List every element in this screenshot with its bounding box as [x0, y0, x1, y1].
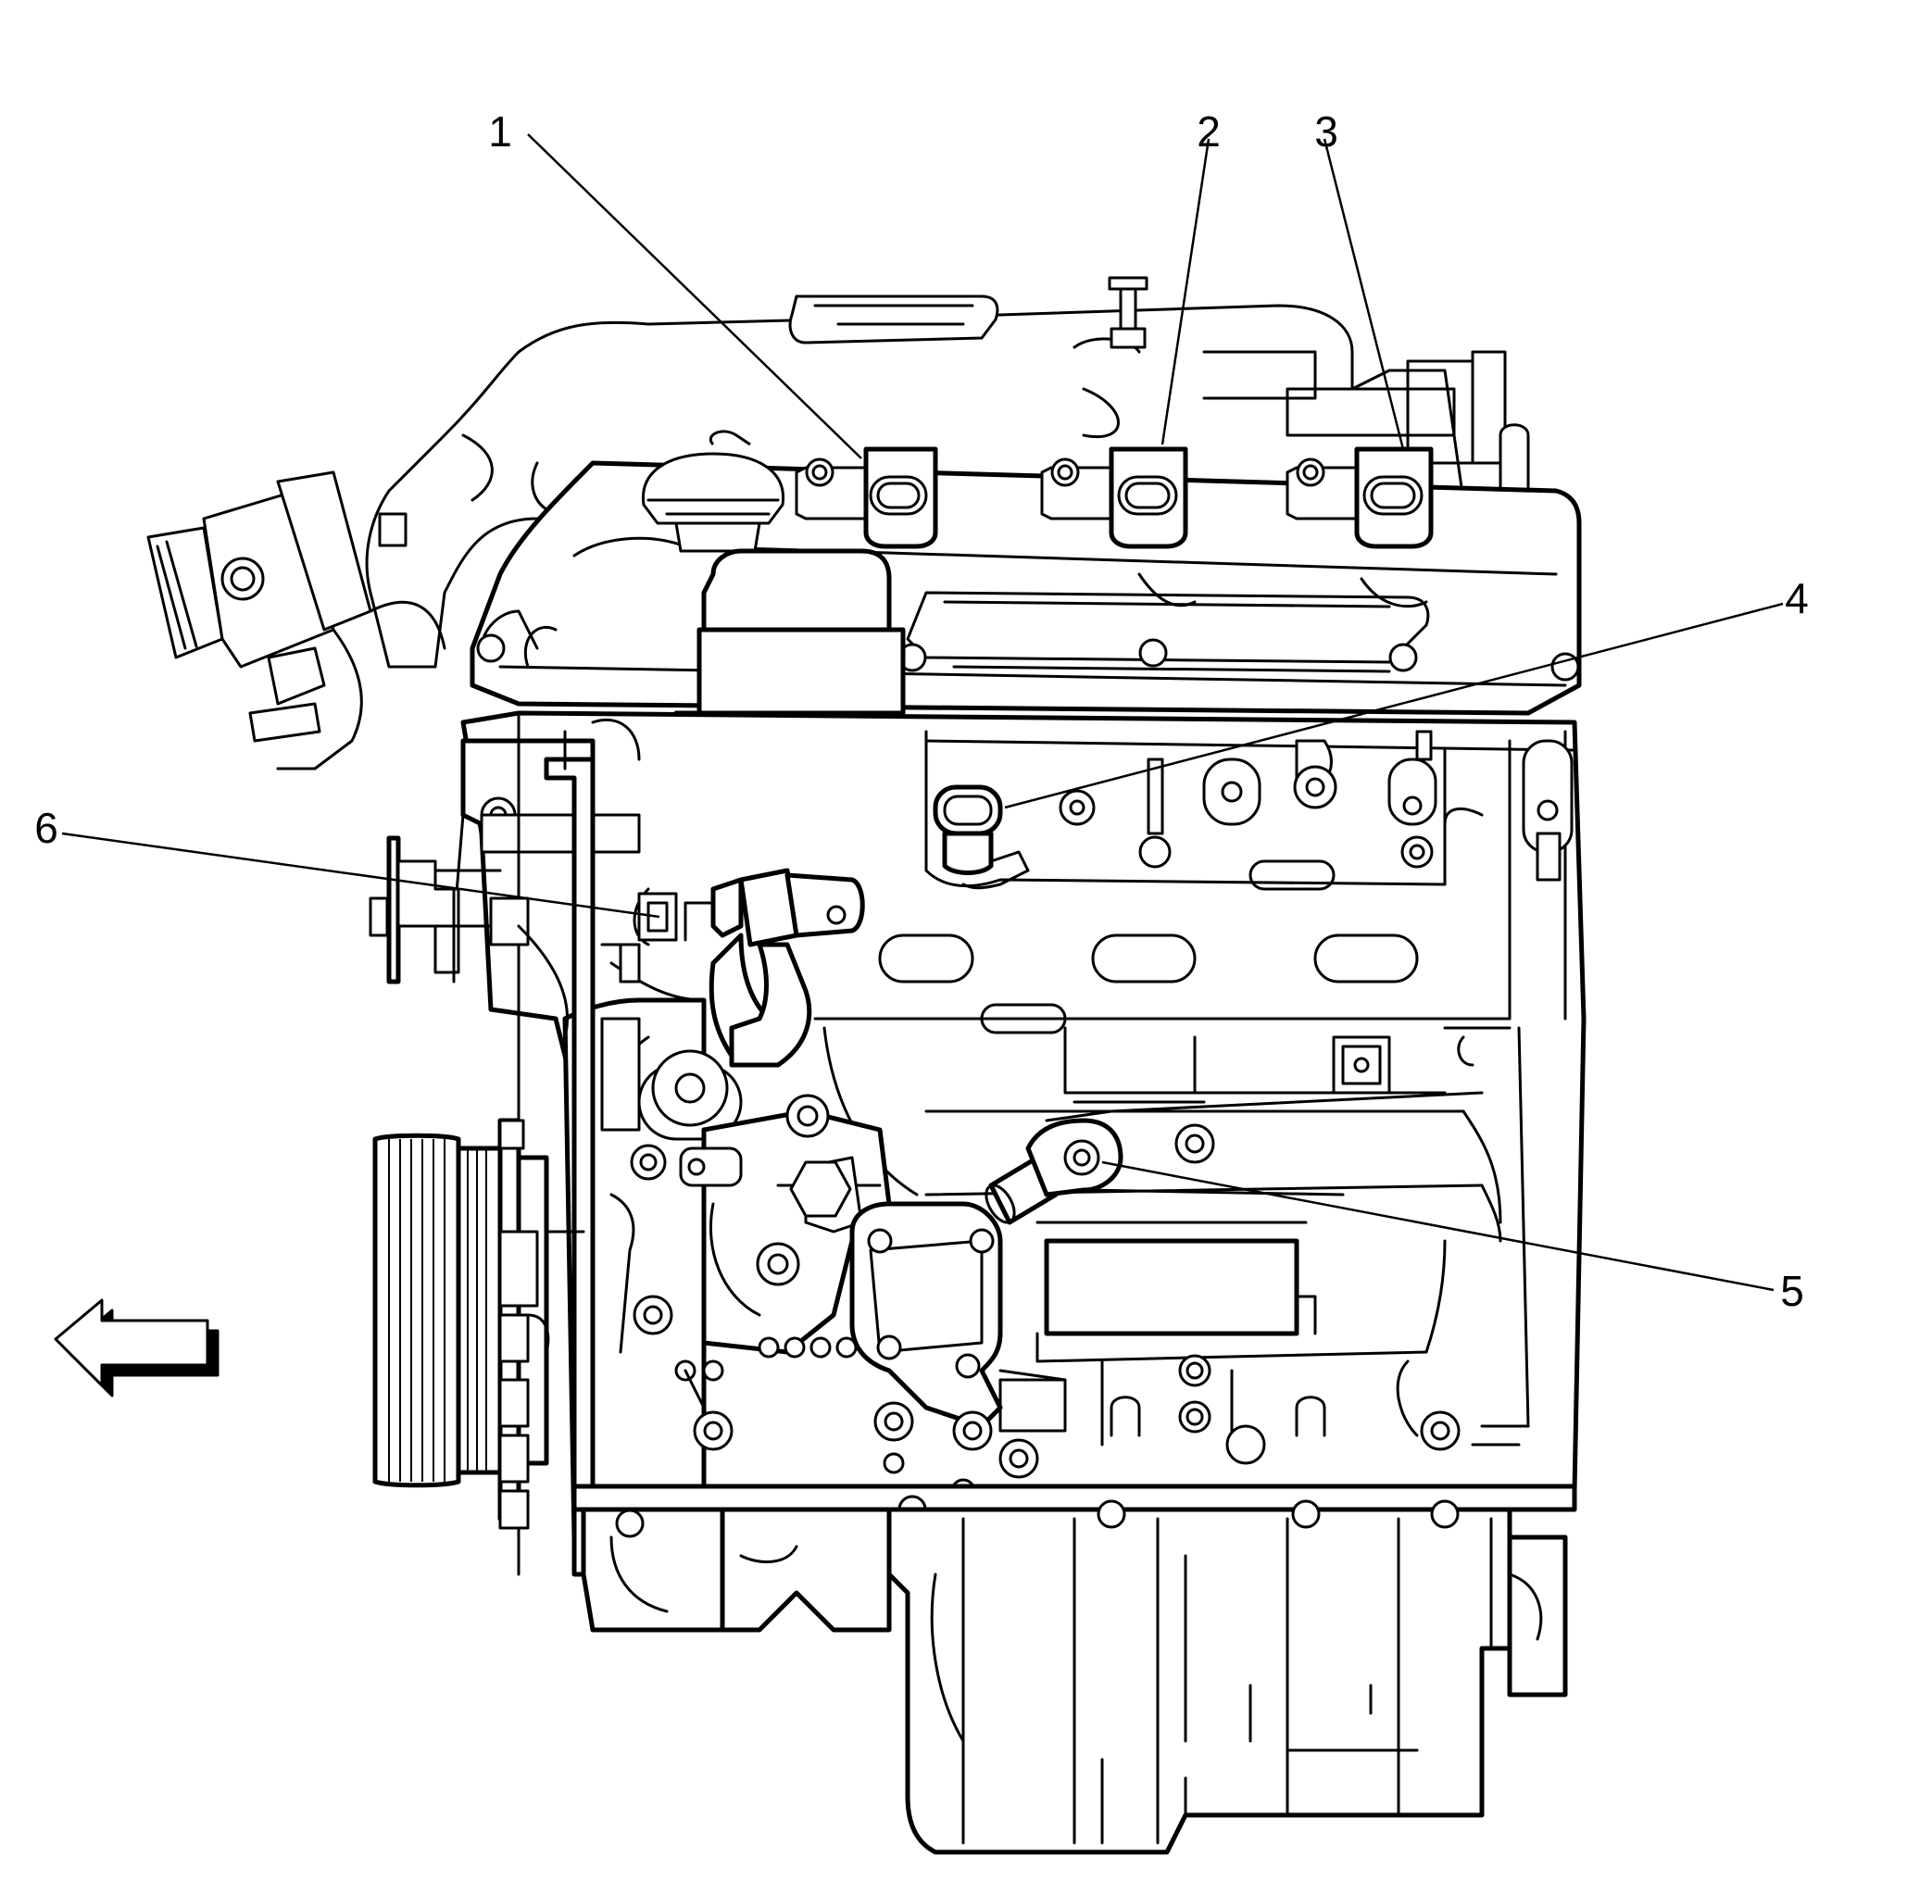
valve-cover-bolts	[476, 633, 1580, 682]
ignition-coil-2	[1040, 446, 1188, 549]
ignition-coil-3	[1286, 446, 1434, 549]
oil-pan	[571, 1484, 1577, 1855]
sensor-5	[985, 1091, 1484, 1225]
callout-1: 1	[488, 107, 512, 156]
sensor-connector-4	[933, 784, 1030, 890]
crankshaft-pulley	[372, 1118, 585, 1530]
callout-labels: 1 2 3 4 5 6	[34, 107, 1809, 1315]
callout-4: 4	[1785, 574, 1809, 622]
callout-3: 3	[1314, 107, 1338, 156]
leader-lines	[61, 133, 1784, 1292]
coolant-pipe	[633, 868, 865, 1068]
left-arrow-icon	[54, 1298, 220, 1397]
callout-6: 6	[34, 804, 58, 852]
front-cover	[562, 997, 1067, 1540]
throttle-body	[146, 470, 446, 770]
ignition-coil-1	[795, 446, 938, 549]
callout-5: 5	[1780, 1267, 1804, 1315]
callout-2: 2	[1197, 107, 1221, 156]
